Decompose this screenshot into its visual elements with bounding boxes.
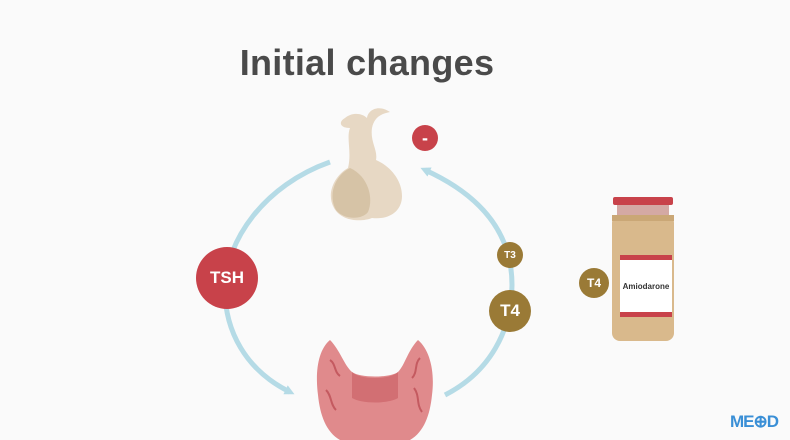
brand-logo: ME⊕D — [730, 412, 779, 431]
t4-drug-badge: T4 — [579, 268, 609, 298]
t4-badge: T4 — [489, 290, 531, 332]
t3-badge: T3 — [497, 242, 523, 268]
thyroid-gland-icon — [316, 340, 433, 440]
pituitary-gland-icon — [330, 108, 402, 221]
vial-label: Amiodarone — [620, 255, 672, 317]
arrow-right-arc — [420, 167, 515, 398]
page-title: Initial changes — [239, 42, 495, 83]
tsh-badge: TSH — [196, 247, 258, 309]
inhibition-badge: - — [412, 125, 438, 151]
